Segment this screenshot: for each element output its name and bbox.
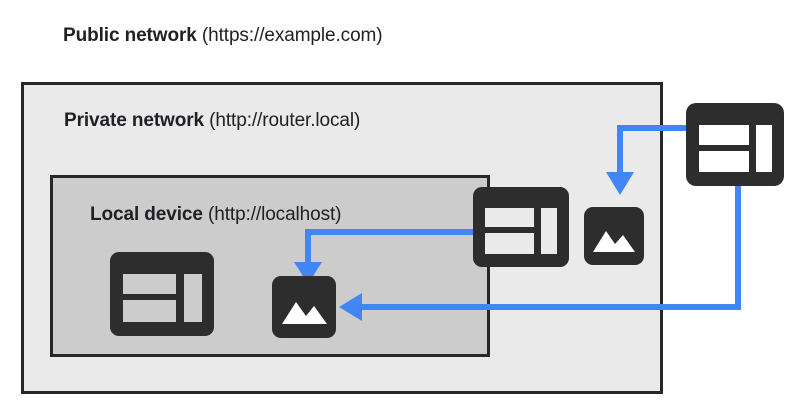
public-network-label: Public network (https://example.com) (63, 25, 383, 46)
private-network-label: Private network (http://router.local) (64, 111, 360, 130)
browser-window-icon-local-device[interactable] (110, 252, 214, 336)
browser-window-icon (686, 103, 784, 186)
public-network-url: (https://example.com) (196, 25, 383, 46)
local-device-url: (http://localhost) (202, 204, 342, 225)
browser-window-icon (473, 187, 569, 267)
image-photo-icon (272, 276, 336, 338)
private-network-url: (http://router.local) (204, 110, 361, 131)
local-device-name: Local device (90, 204, 203, 225)
local-device-label: Local device (http://localhost) (90, 204, 342, 225)
image-photo-icon (584, 207, 644, 265)
arrow-public-browser-to-router-image (606, 125, 686, 195)
browser-window-icon-private-network[interactable] (473, 187, 569, 267)
image-photo-icon-private-network[interactable] (584, 207, 644, 265)
private-network-box: Private network (http://router.local) Lo… (21, 82, 663, 394)
image-photo-icon-local-device[interactable] (272, 276, 336, 338)
private-network-name: Private network (64, 110, 204, 131)
public-network-name: Public network (63, 25, 197, 46)
browser-window-icon (110, 252, 214, 336)
arrow-router-browser-to-local-image (294, 229, 473, 284)
arrow-public-browser-to-local-image (339, 186, 741, 321)
browser-window-icon-public-network[interactable] (686, 103, 784, 186)
